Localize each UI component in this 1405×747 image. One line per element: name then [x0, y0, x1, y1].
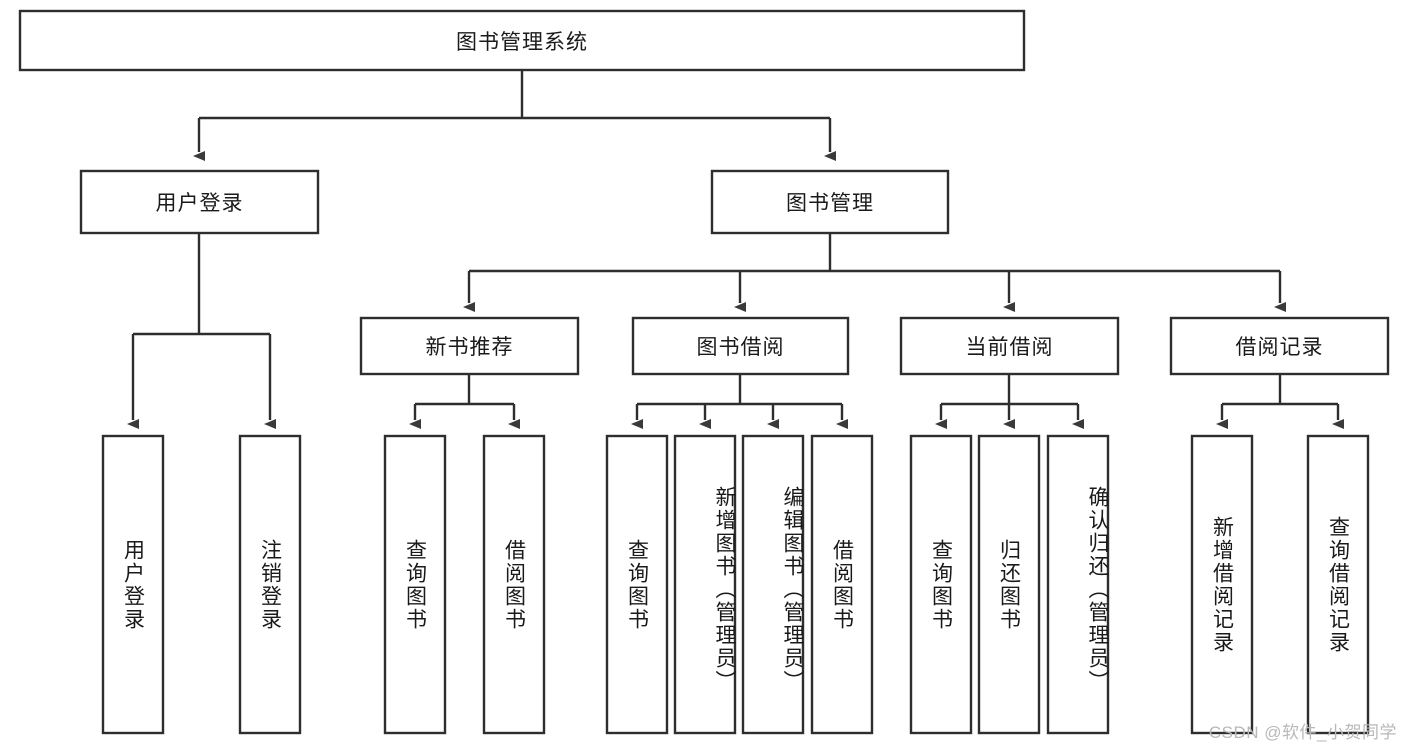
- node-box-leaf-query-book-3[interactable]: [909, 434, 973, 735]
- node-box-leaf-logout[interactable]: [238, 434, 302, 735]
- csdn-watermark: CSDN @软件_小贺同学: [1208, 723, 1397, 742]
- connector-newbook-to-leaves: [409, 374, 520, 429]
- node-box-root[interactable]: [18, 9, 1026, 72]
- node-box-leaf-return-book[interactable]: [977, 434, 1041, 735]
- connector-bookmgmt-to-level3: [463, 233, 1286, 312]
- node-box-borrow-record[interactable]: [1169, 316, 1390, 376]
- connector-layer: [127, 70, 1344, 429]
- node-box-leaf-query-book-1[interactable]: [383, 434, 447, 735]
- node-box-leaf-borrow-book-2[interactable]: [810, 434, 874, 735]
- node-box-leaf-confirm-return[interactable]: [1046, 434, 1110, 735]
- node-box-book-management[interactable]: [710, 169, 950, 235]
- node-box-current-borrow[interactable]: [899, 316, 1120, 376]
- node-box-leaf-query-record[interactable]: [1306, 434, 1370, 735]
- connector-borrowrecord-to-leaves: [1216, 374, 1344, 429]
- node-box-book-borrow[interactable]: [631, 316, 850, 376]
- node-box-user-login[interactable]: [79, 169, 320, 235]
- node-box-new-book-recommend[interactable]: [359, 316, 580, 376]
- connector-bookborrow-to-leaves: [631, 374, 848, 429]
- node-box-leaf-add-book[interactable]: [673, 434, 737, 735]
- node-box-leaf-borrow-book-1[interactable]: [482, 434, 546, 735]
- node-box-leaf-add-record[interactable]: [1190, 434, 1254, 735]
- node-layer: [18, 9, 1390, 735]
- connector-userlogin-to-leaves: [127, 233, 276, 429]
- connector-currentborrow-to-leaves: [935, 374, 1084, 429]
- connector-root-to-level2: [193, 70, 836, 161]
- node-box-leaf-query-book-2[interactable]: [605, 434, 669, 735]
- node-box-leaf-user-login[interactable]: [101, 434, 165, 735]
- node-box-leaf-edit-book[interactable]: [741, 434, 805, 735]
